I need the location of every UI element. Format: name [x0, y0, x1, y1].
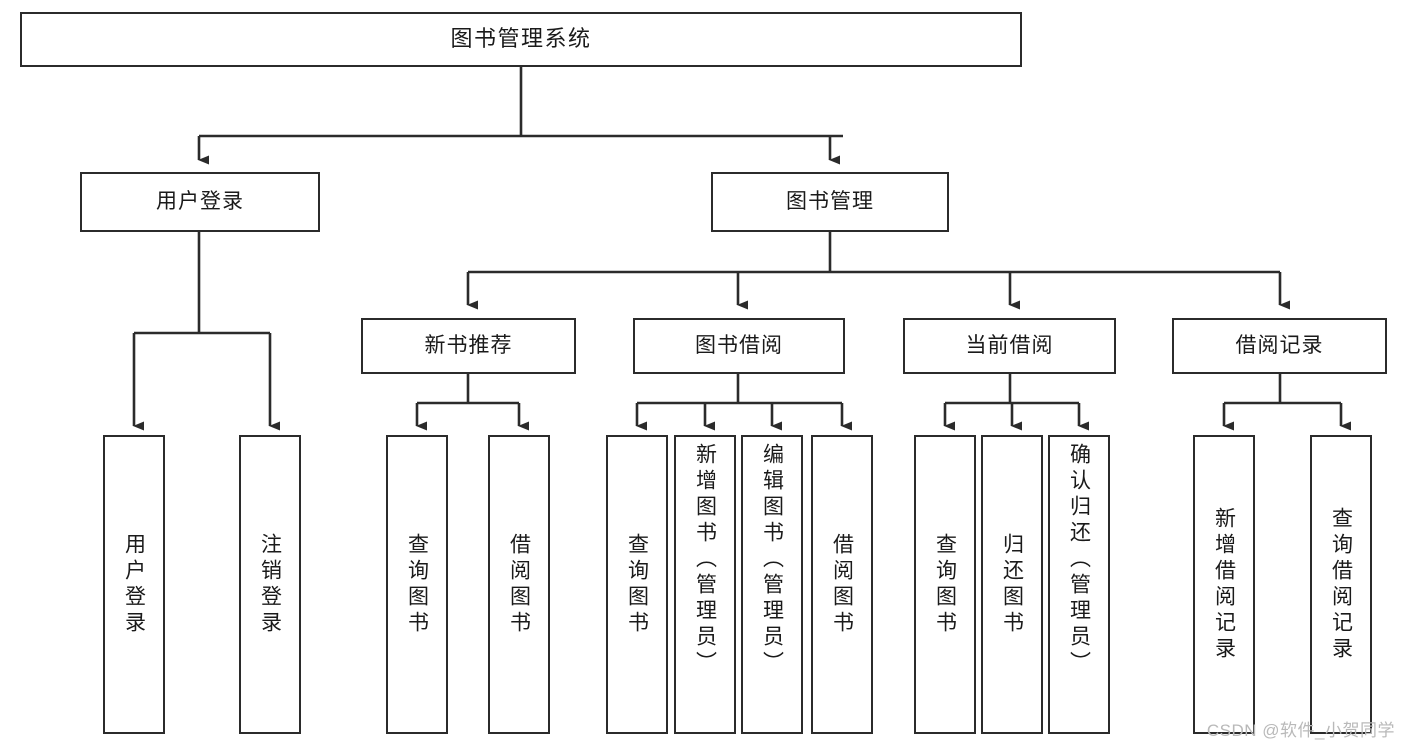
node-current-borrow[interactable]: 当前借阅	[903, 318, 1116, 374]
node-label: 注销登录	[258, 532, 282, 637]
node-label: 确认归还（管理员）	[1067, 443, 1091, 677]
leaf-edit-book-admin[interactable]: 编辑图书（管理员）	[741, 435, 803, 734]
leaf-add-borrow-record[interactable]: 新增借阅记录	[1193, 435, 1255, 734]
node-label: 图书借阅	[695, 334, 783, 358]
leaf-current-query-book[interactable]: 查询图书	[914, 435, 976, 734]
leaf-confirm-return-admin[interactable]: 确认归还（管理员）	[1048, 435, 1110, 734]
node-label: 借阅图书	[507, 532, 531, 637]
watermark-text: CSDN @软件_小贺同学	[1206, 721, 1395, 740]
node-label: 图书管理	[786, 190, 874, 214]
node-new-book-recommend[interactable]: 新书推荐	[361, 318, 576, 374]
leaf-new-book-borrow[interactable]: 借阅图书	[488, 435, 550, 734]
node-label: 借阅记录	[1235, 334, 1324, 358]
leaf-borrow-query-book[interactable]: 查询图书	[606, 435, 668, 734]
node-user-login[interactable]: 用户登录	[80, 172, 320, 232]
node-label: 新增图书（管理员）	[693, 443, 717, 677]
leaf-query-borrow-record[interactable]: 查询借阅记录	[1310, 435, 1372, 734]
leaf-add-book-admin[interactable]: 新增图书（管理员）	[674, 435, 736, 734]
node-label: 借阅图书	[830, 532, 854, 637]
node-label: 查询图书	[933, 532, 957, 637]
node-label: 新增借阅记录	[1212, 506, 1236, 663]
leaf-new-book-query[interactable]: 查询图书	[386, 435, 448, 734]
node-book-management[interactable]: 图书管理	[711, 172, 949, 232]
node-label: 当前借阅	[965, 334, 1054, 358]
node-book-borrow[interactable]: 图书借阅	[633, 318, 845, 374]
node-label: 查询图书	[405, 532, 429, 637]
node-label: 图书管理系统	[450, 26, 592, 52]
node-borrow-record[interactable]: 借阅记录	[1172, 318, 1387, 374]
node-label: 编辑图书（管理员）	[760, 443, 784, 677]
node-root-system[interactable]: 图书管理系统	[20, 12, 1022, 67]
node-label: 归还图书	[1000, 532, 1024, 637]
leaf-user-login[interactable]: 用户登录	[103, 435, 165, 734]
node-label: 新书推荐	[424, 334, 513, 358]
leaf-borrow-book[interactable]: 借阅图书	[811, 435, 873, 734]
leaf-return-book[interactable]: 归还图书	[981, 435, 1043, 734]
node-label: 查询图书	[625, 532, 649, 637]
node-label: 用户登录	[156, 190, 244, 214]
node-label: 用户登录	[122, 532, 146, 637]
leaf-logout[interactable]: 注销登录	[239, 435, 301, 734]
node-label: 查询借阅记录	[1329, 506, 1353, 663]
